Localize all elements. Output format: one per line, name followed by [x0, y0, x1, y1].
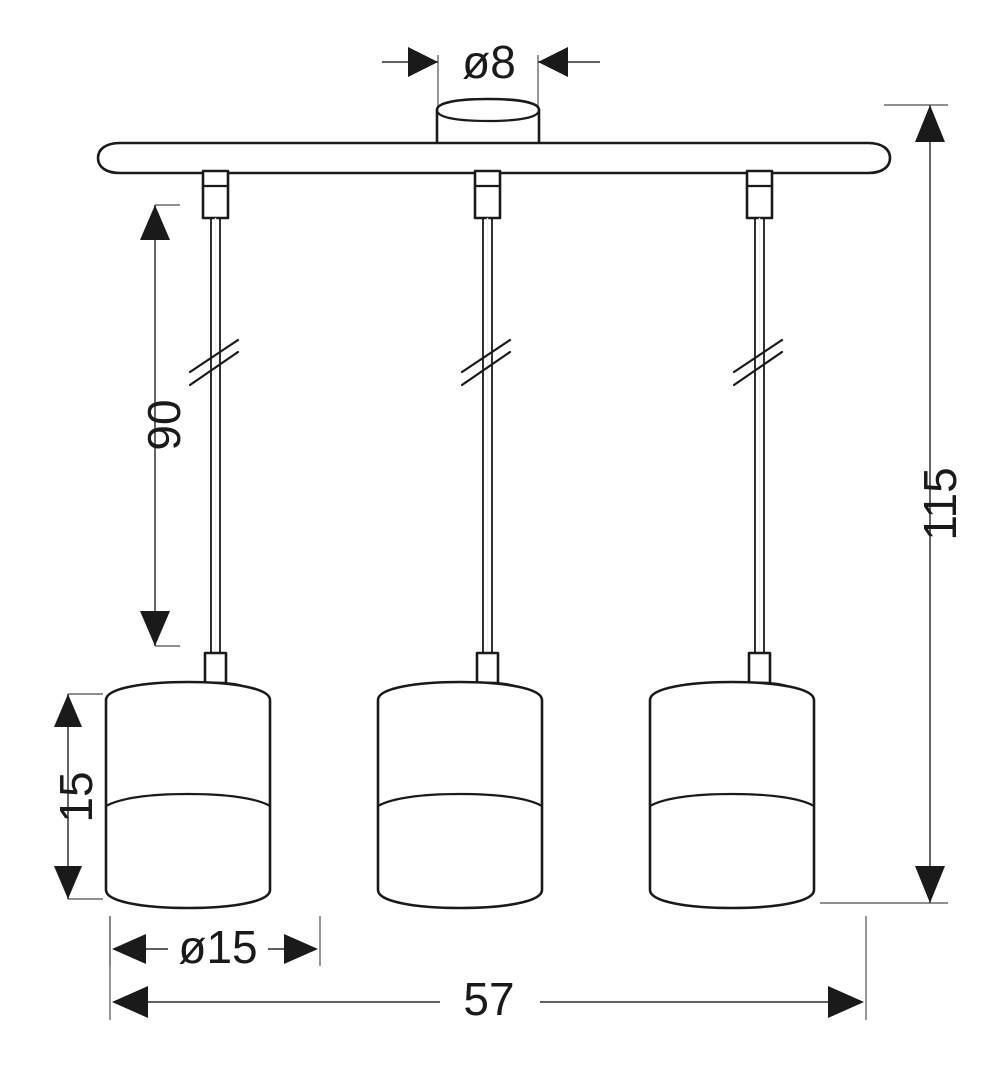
canopy-arrow-left: [408, 47, 438, 77]
drop-arrow-bottom: [140, 611, 170, 646]
break-line-1b: [188, 338, 240, 374]
lamp-shade: [104, 680, 272, 910]
break-line-1a: [188, 350, 240, 387]
canopy-arrow-right: [538, 47, 568, 77]
cable-grip-body-2: [473, 169, 502, 220]
lamp-holder-neck-1: [203, 651, 228, 685]
suspension-drop-dimension: 90: [138, 204, 190, 647]
cable-grip-body-3: [745, 169, 774, 220]
lamp-shade-band-2: [376, 792, 544, 808]
total-height-dimension: 115: [820, 104, 966, 904]
cable-break-mark: [460, 338, 512, 387]
total-height-label: 115: [914, 467, 966, 540]
suspension-drop-label: 90: [138, 399, 190, 450]
width-label-mask: [440, 973, 540, 1031]
lamp-shade-band-1: [104, 792, 272, 808]
break-line-3a: [732, 350, 784, 387]
shade-dia-label-mask: [168, 921, 268, 977]
suspension-cable: [482, 218, 493, 655]
break-line-2b: [460, 338, 512, 374]
suspension-cable: [210, 218, 221, 655]
cable-break-mark: [732, 338, 784, 387]
lamp-shade: [376, 680, 544, 910]
break-line-2a: [460, 350, 512, 387]
cable-grip: [473, 169, 502, 220]
canopy-diameter-label: ø8: [462, 36, 516, 88]
shade-diameter-dimension: ø15: [109, 916, 321, 977]
lamp-shade: [648, 680, 816, 910]
shade-height-arrow-top: [54, 694, 82, 727]
lamp-holder-neck-3: [747, 651, 772, 685]
shade-height-arrow-bottom: [54, 866, 82, 899]
drop-label-group: 90: [138, 399, 190, 450]
lamp-shade-band-3: [648, 792, 816, 808]
cable-break-mark-group: [188, 338, 784, 387]
height-label-group: 115: [914, 467, 966, 540]
shade-height-label-group: 15: [50, 771, 102, 822]
suspension-cable: [754, 218, 765, 655]
drop-arrow-top: [140, 205, 170, 240]
shade-height-dimension: 15: [50, 693, 103, 900]
width-arrow-right: [828, 986, 864, 1018]
shade-dia-arrow-right: [284, 934, 318, 964]
suspension-cable-group: [210, 218, 765, 655]
cable-grip-group: [201, 169, 774, 220]
mounting-bar-body: [96, 141, 892, 175]
cable-grip: [201, 169, 230, 220]
width-arrow-left: [112, 986, 148, 1018]
cable-grip-body-1: [201, 169, 230, 220]
shade-height-label: 15: [50, 771, 102, 822]
shade-dia-arrow-left: [112, 934, 146, 964]
height-arrow-top: [915, 105, 945, 142]
total-width-label: 57: [463, 973, 514, 1025]
lamp-holder-neck-2: [475, 651, 500, 685]
lamp-shade-group: [104, 680, 816, 910]
shade-diameter-label: ø15: [178, 921, 257, 973]
cable-break-mark: [188, 338, 240, 387]
total-width-dimension: 57: [109, 916, 867, 1031]
height-arrow-bottom: [915, 866, 945, 903]
canopy-top-ellipse: [435, 108, 541, 123]
canopy-diameter-dimension: ø8: [382, 36, 600, 108]
cable-grip: [745, 169, 774, 220]
break-line-3b: [732, 338, 784, 374]
mounting-bar: [96, 141, 892, 175]
